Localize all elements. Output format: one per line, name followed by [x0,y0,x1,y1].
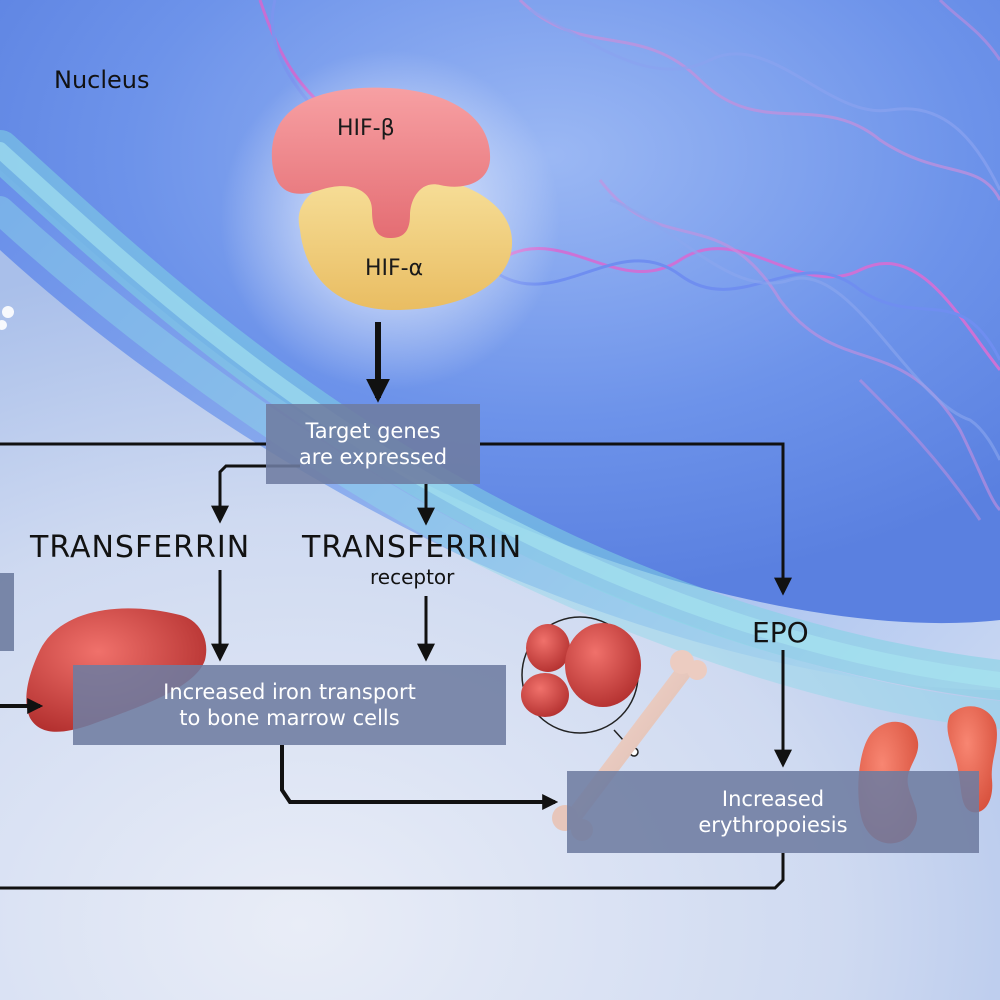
target-genes-line2: are expressed [298,445,448,469]
transferrin-label: TRANSFERRIN [30,530,251,565]
iron-transport-line2: to bone marrow cells [179,706,400,730]
iron-transport-box: Increased iron transport to bone marrow … [73,665,506,745]
epo-label: EPO [752,616,809,649]
hif-alpha-icon [298,171,513,310]
nuclear-membrane [0,130,1000,729]
erythropoiesis-line1: Increased [721,787,825,811]
target-genes-line1: Target genes [305,419,441,443]
erythropoiesis-line2: erythropoiesis [698,813,848,837]
transferrin-receptor-label: TRANSFERRIN [302,530,523,565]
nucleus-label: Nucleus [54,66,150,94]
iron-transport-line1: Increased iron transport [163,680,416,704]
pathway-arrows [0,322,792,890]
hif-beta-label: HIF-β [337,116,395,141]
receptor-label: receptor [370,565,455,589]
erythropoiesis-box: Increased erythropoiesis [567,771,979,853]
hif-beta-icon [271,87,491,239]
hif-alpha-label: HIF-α [365,256,424,281]
target-genes-box: Target genes are expressed [266,404,480,484]
red-blood-cells-icon [521,623,641,717]
